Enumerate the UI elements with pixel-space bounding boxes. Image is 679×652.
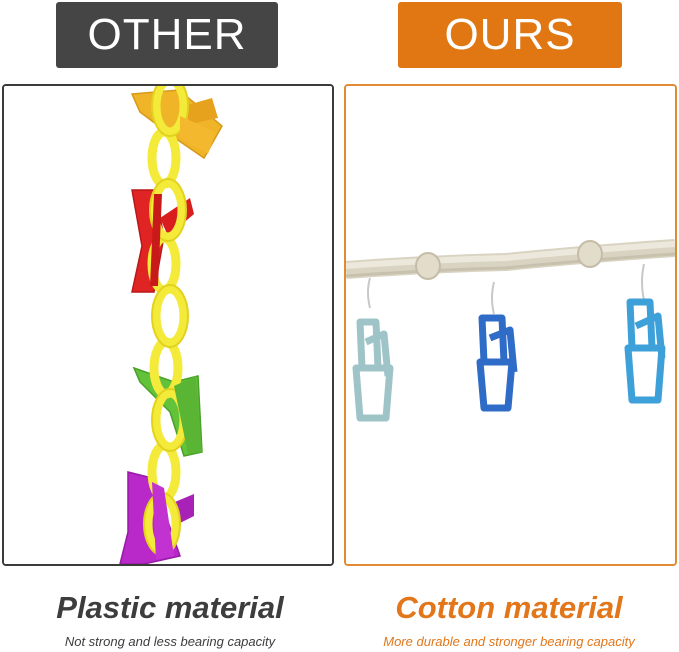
grey-clip [352, 318, 394, 422]
plastic-material-title: Plastic material [56, 590, 284, 625]
cotton-rope [346, 239, 675, 280]
plastic-material-subtitle: Not strong and less bearing capacity [64, 634, 276, 649]
plastic-comparison-panel [2, 84, 334, 566]
cotton-material-subtitle: More durable and stronger bearing capaci… [383, 634, 635, 649]
light-blue-clip [624, 298, 666, 404]
cotton-material-title: Cotton material [395, 590, 623, 625]
other-badge: OTHER [56, 2, 278, 68]
ours-badge: OURS [398, 2, 622, 68]
cotton-rope-clips-image [346, 86, 675, 564]
cotton-comparison-panel [344, 84, 677, 566]
blue-clip [476, 314, 518, 412]
plastic-chain-clips-image [4, 86, 332, 564]
